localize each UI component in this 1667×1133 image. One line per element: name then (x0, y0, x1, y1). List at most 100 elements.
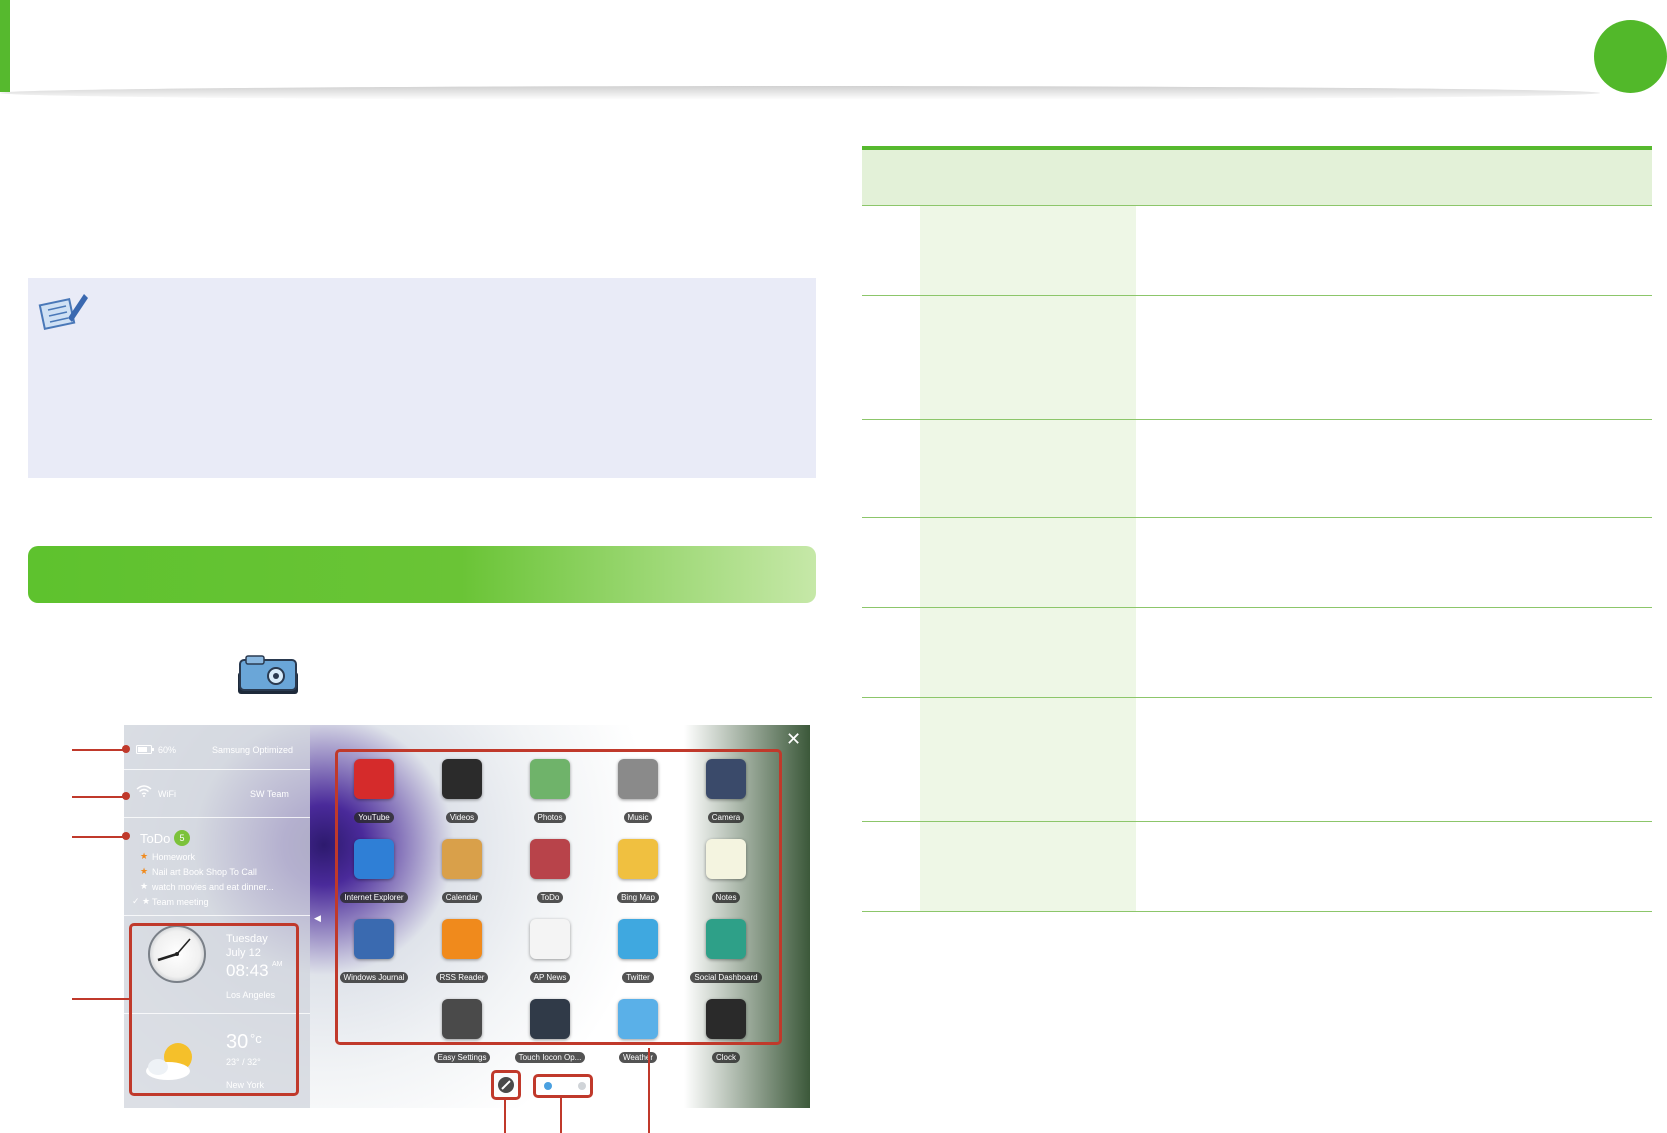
app-label: Twitter (602, 967, 674, 985)
app-label-text: Windows Journal (339, 972, 409, 983)
app-label: Clock (690, 1047, 762, 1065)
table-row-divider (862, 295, 1652, 296)
app-tile[interactable]: Internet Explorer (338, 837, 410, 909)
app-tile[interactable]: Camera (690, 757, 762, 829)
app-label-text: Easy Settings (433, 1052, 491, 1063)
app-icon (618, 919, 658, 959)
app-tile[interactable]: Bing Map (602, 837, 674, 909)
app-icon (442, 759, 482, 799)
app-tile[interactable]: Social Dashboard (690, 917, 762, 989)
app-label: Internet Explorer (338, 887, 410, 905)
app-label: Touch Iocon Op... (514, 1047, 586, 1065)
app-tile[interactable]: Photos (514, 757, 586, 829)
app-icon (706, 999, 746, 1039)
collapse-arrow-icon[interactable]: ◀ (314, 913, 321, 923)
app-tile[interactable]: Windows Journal (338, 917, 410, 989)
app-tile[interactable]: Weather (602, 997, 674, 1069)
app-tile[interactable]: Clock (690, 997, 762, 1069)
priority-star-icon: ★ (140, 851, 149, 861)
app-label: Notes (690, 887, 762, 905)
app-label: Photos (514, 807, 586, 825)
app-icon (618, 839, 658, 879)
network-name[interactable]: SW Team (250, 789, 289, 799)
app-label: Weather (602, 1047, 674, 1065)
weather-unit: °c (250, 1031, 262, 1046)
analog-clock-icon (148, 925, 206, 983)
app-tile[interactable]: AP News (514, 917, 586, 989)
app-label: Videos (426, 807, 498, 825)
clock-ampm: AM (272, 961, 283, 968)
app-label-text: Social Dashboard (690, 972, 762, 983)
app-label: YouTube (338, 807, 410, 825)
app-tile[interactable]: Calendar (426, 837, 498, 909)
app-icon (442, 919, 482, 959)
todo-item[interactable]: watch movies and eat dinner... (152, 882, 274, 892)
network-label: WiFi (158, 789, 176, 799)
check-icon: ✓ ★ (132, 896, 151, 906)
app-tile[interactable]: Easy Settings (426, 997, 498, 1069)
clock-time: 08:43 (226, 961, 269, 980)
app-tile[interactable]: RSS Reader (426, 917, 498, 989)
chapter-circle (1594, 20, 1667, 93)
weather-city: New York (226, 1080, 265, 1090)
divider (124, 1013, 310, 1014)
app-label-text: ToDo (536, 892, 564, 903)
note-pencil-icon (38, 294, 88, 331)
app-icon (530, 839, 570, 879)
app-icon (354, 839, 394, 879)
app-label: AP News (514, 967, 586, 985)
app-icon (530, 759, 570, 799)
app-label-text: Bing Map (617, 892, 659, 903)
app-tile[interactable]: YouTube (338, 757, 410, 829)
app-label-text: Calendar (441, 892, 483, 903)
app-label-text: Clock (711, 1052, 740, 1063)
callout-dot (122, 792, 130, 800)
page-indicator-highlight (533, 1074, 593, 1098)
app-tile[interactable]: Notes (690, 837, 762, 909)
battery-level: 60% (158, 745, 177, 755)
app-icon (442, 999, 482, 1039)
page-dot[interactable] (578, 1082, 586, 1090)
app-label: Music (602, 807, 674, 825)
app-icon (442, 839, 482, 879)
header-divider (0, 86, 1600, 100)
app-icon (354, 759, 394, 799)
app-grid-highlight (335, 749, 782, 1045)
table-top-rule (862, 146, 1652, 150)
table-row-divider (862, 419, 1652, 420)
callout-line (72, 749, 128, 751)
todo-item[interactable]: Homework (152, 852, 196, 862)
app-label-text: Photos (533, 812, 567, 823)
app-tile[interactable]: Videos (426, 757, 498, 829)
page-indicator[interactable] (540, 1081, 588, 1091)
launcher-icon (238, 655, 298, 694)
todo-title[interactable]: ToDo (140, 831, 171, 846)
app-tile[interactable]: Music (602, 757, 674, 829)
todo-item[interactable]: Team meeting (152, 897, 209, 907)
clock-weather-highlight (129, 923, 299, 1096)
app-tile[interactable]: Touch Iocon Op... (514, 997, 586, 1069)
close-icon[interactable]: ✕ (786, 729, 802, 749)
app-tile[interactable]: ToDo (514, 837, 586, 909)
app-tile[interactable]: Twitter (602, 917, 674, 989)
app-label: ToDo (514, 887, 586, 905)
app-label-text: Notes (711, 892, 741, 903)
app-label-text: Videos (445, 812, 479, 823)
table-column-shade (920, 205, 1136, 911)
app-icon (354, 919, 394, 959)
callout-line (72, 796, 128, 798)
section-banner (28, 546, 816, 603)
app-label-text: RSS Reader (435, 972, 489, 983)
app-icon (706, 839, 746, 879)
table-header (862, 150, 1652, 205)
todo-item[interactable]: Nail art Book Shop To Call (152, 867, 257, 877)
power-mode[interactable]: Samsung Optimized (212, 745, 294, 755)
callout-line (560, 1098, 562, 1133)
app-label: Windows Journal (338, 967, 410, 985)
table-row-divider (862, 911, 1652, 912)
edit-button[interactable] (498, 1077, 514, 1093)
edit-button-highlight (491, 1070, 521, 1100)
callout-line (72, 998, 132, 1000)
page-dot-active[interactable] (544, 1082, 552, 1090)
pencil-icon (501, 1080, 511, 1090)
